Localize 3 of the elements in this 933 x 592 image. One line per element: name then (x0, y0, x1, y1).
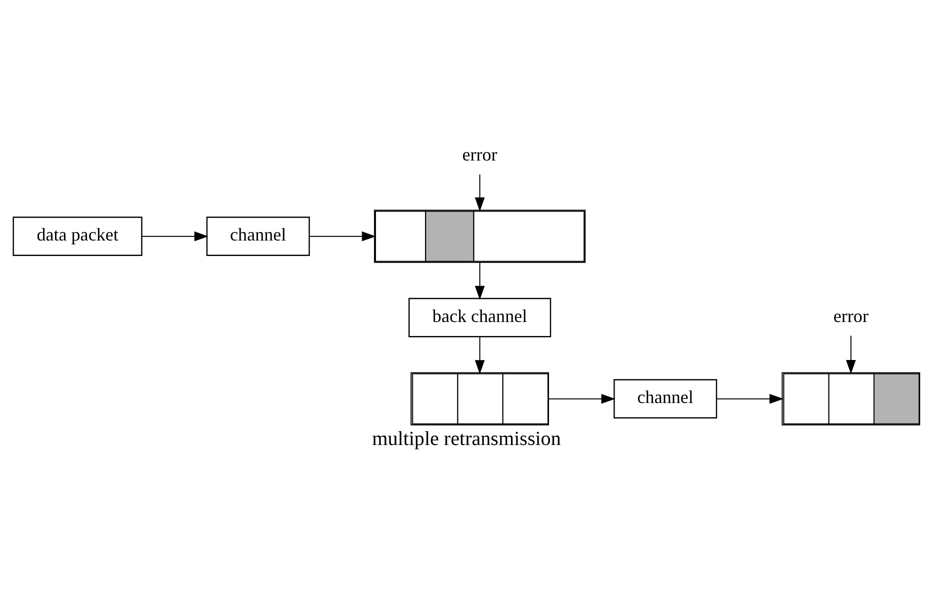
node-text: error (462, 144, 498, 164)
caption: multiple retransmission (372, 427, 561, 450)
node-text: error (833, 305, 868, 326)
